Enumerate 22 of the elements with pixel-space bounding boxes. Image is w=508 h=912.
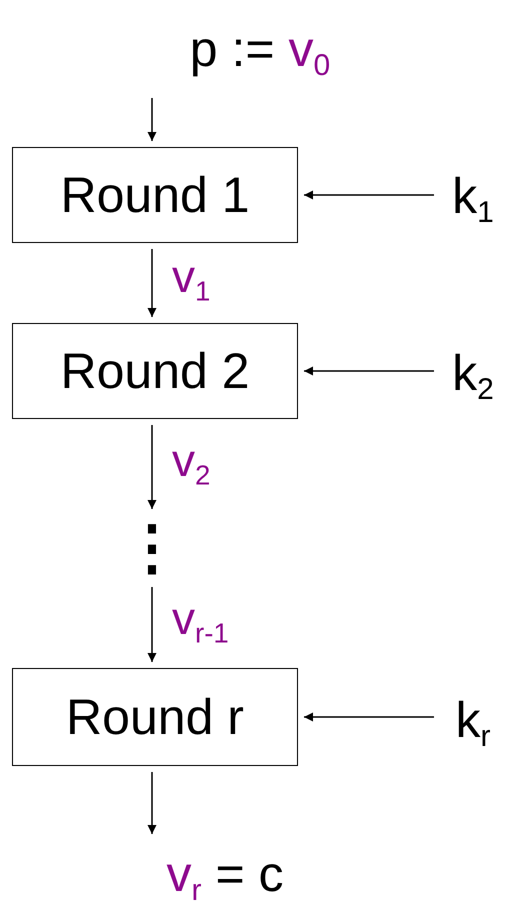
arrow xyxy=(304,366,434,376)
formula-text: = c xyxy=(215,849,284,899)
arrow xyxy=(148,587,156,662)
formula-text: v$_{0}$ xyxy=(288,24,330,74)
arrow xyxy=(148,249,156,317)
formula-text: k$_{1}$ xyxy=(452,171,494,221)
round-box xyxy=(12,147,298,243)
round-box xyxy=(12,323,298,419)
round-box xyxy=(12,668,298,766)
arrow xyxy=(304,712,434,722)
round-label: Round 2 xyxy=(60,346,250,396)
round-label: Round r xyxy=(66,692,244,742)
formula-text: v$_{r}$ xyxy=(166,849,202,899)
arrow xyxy=(148,772,156,834)
ellipsis: ⋮ xyxy=(122,518,182,578)
round-label: Round 1 xyxy=(60,170,250,220)
formula-text: k$_{r}$ xyxy=(456,695,490,745)
arrow xyxy=(304,190,434,200)
arrow xyxy=(148,98,156,141)
formula-text: k$_{2}$ xyxy=(452,348,494,398)
formula-text: p := xyxy=(190,24,275,74)
arrow xyxy=(148,425,156,509)
